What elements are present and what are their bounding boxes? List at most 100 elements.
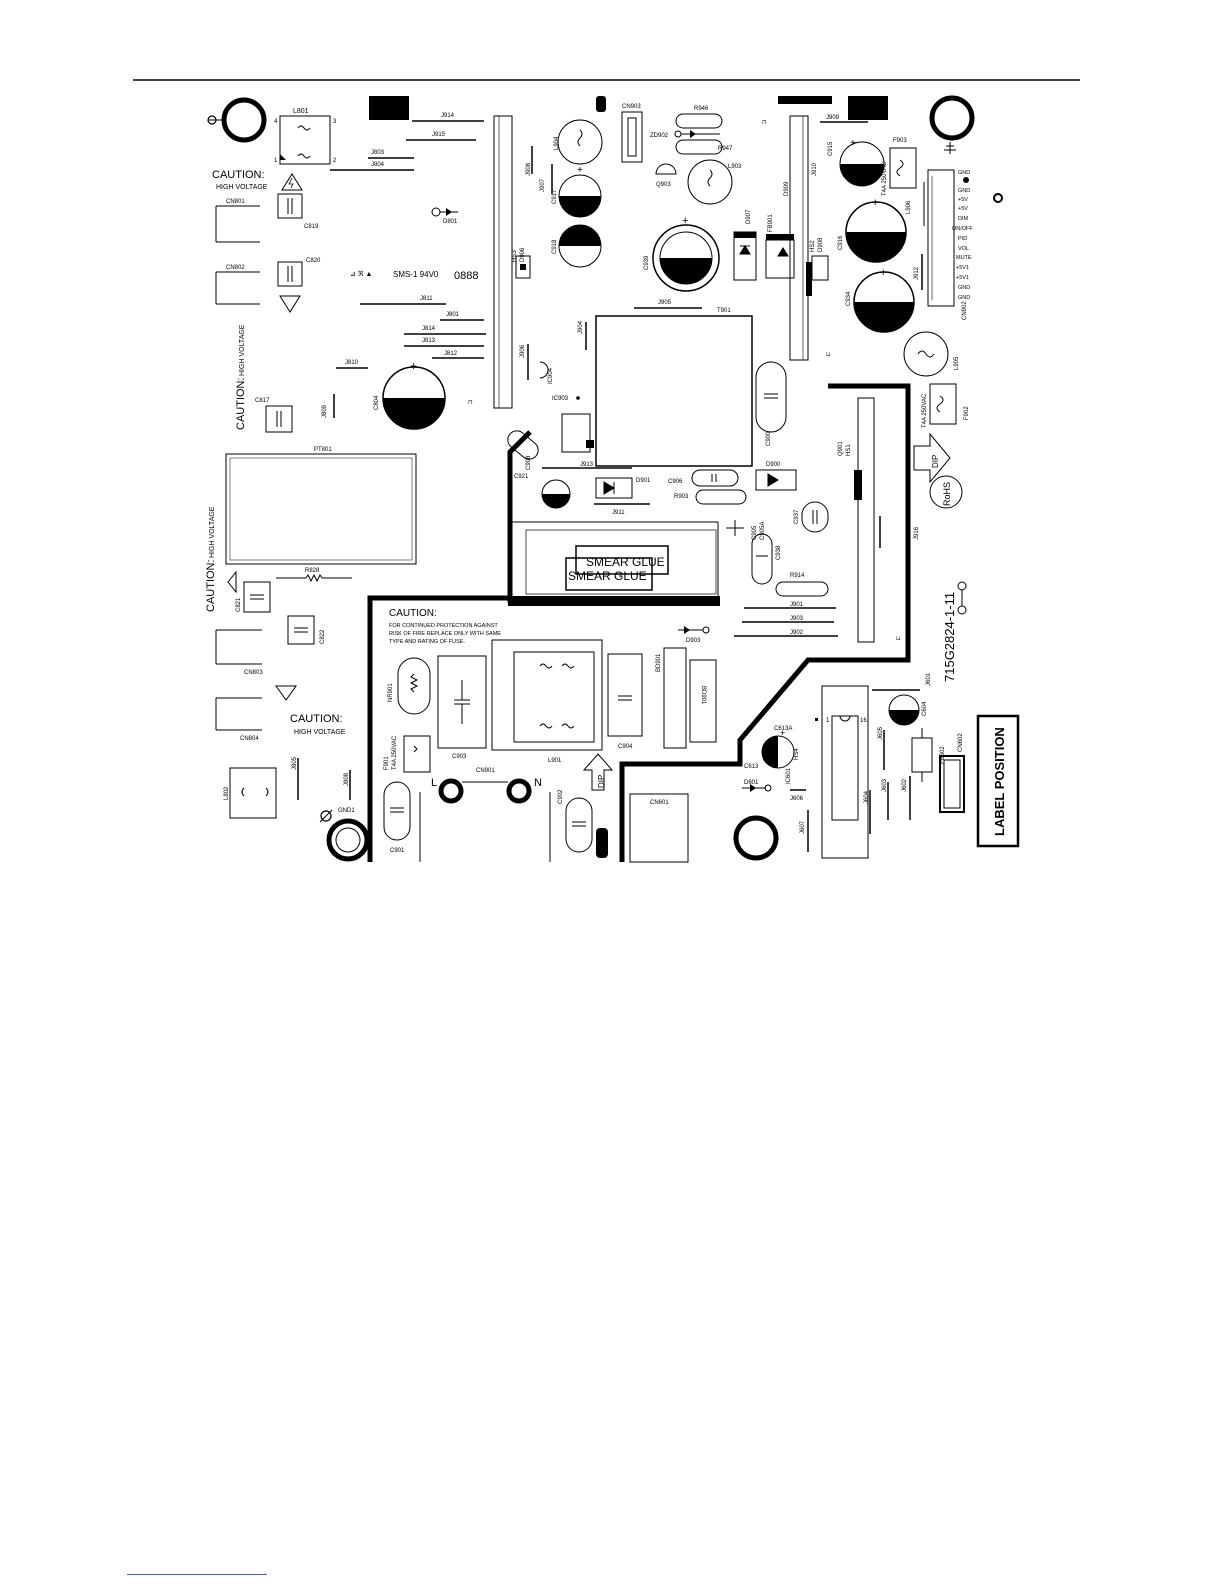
connector-CN803 (215, 629, 262, 665)
pin-1: 1 (274, 158, 278, 164)
ferrite-bead-FB602 (911, 728, 933, 782)
black-pad (734, 232, 756, 238)
fuse-caution-line: FOR CONTINUED PROTECTION AGAINST (389, 623, 498, 629)
capacitor-C915: + (839, 138, 885, 187)
label-position-text: LABEL POSITION (992, 727, 1007, 836)
pin-label: GND (958, 170, 970, 176)
board-code: 715G2824-1-11 (942, 592, 957, 682)
ref-R947: R947 (718, 146, 733, 152)
ref-C613: C613 (744, 764, 759, 770)
ref-J912: J912 (914, 266, 920, 280)
inductor-L905 (903, 331, 949, 377)
pin1-marker (576, 396, 580, 400)
ref-R946: R946 (694, 106, 709, 112)
fuse-rating: T4A 250VAC (922, 393, 928, 428)
jumper-lines (330, 120, 486, 418)
capacitor-C817 (265, 405, 293, 433)
ref-J603: J603 (882, 778, 888, 792)
inductor-L802 (229, 767, 277, 819)
ref-IC601: IC601 (786, 767, 792, 784)
pin-label: +5V (958, 206, 968, 212)
ref-CN803: CN803 (244, 670, 263, 676)
capacitor-C939: + (652, 215, 720, 292)
dip-direction-arrow-icon (913, 432, 951, 484)
footer-rule (127, 1574, 267, 1575)
capacitor-C904 (607, 653, 643, 737)
high-voltage-warning-icon (275, 685, 297, 701)
ref-D901: D901 (636, 478, 651, 484)
ref-C934: C934 (846, 291, 852, 306)
ref-J812: J812 (444, 351, 458, 357)
pin-4: 4 (274, 119, 278, 125)
resistor-R914 (775, 581, 829, 597)
ref-D801: D801 (443, 219, 458, 225)
ref-CN602: CN602 (958, 733, 964, 752)
material-mark: SMS-1 94V0 (393, 270, 439, 279)
ref-C822: C822 (320, 629, 326, 644)
pin-label: GND (958, 188, 970, 194)
connector-CN601 (629, 793, 689, 863)
caution-subtitle-vertical: HIGH VOLTAGE (239, 324, 246, 376)
connector-CN602 (939, 755, 965, 813)
heatsink-HS3 (493, 115, 513, 409)
ref-L801: L801 (293, 108, 309, 115)
ref-C903: C903 (452, 754, 467, 760)
ref-J801: J801 (446, 312, 460, 318)
label-position-box (976, 714, 1020, 848)
ref-C916: C916 (838, 235, 844, 250)
ground-screw-icon (319, 809, 333, 823)
ref-J915: J915 (432, 132, 446, 138)
caution-title: CAUTION: (212, 169, 265, 181)
resistor-R947 (675, 139, 723, 155)
capacitor-C908 (541, 479, 571, 509)
fuse-caution-line: TYPE AND RATING OF FUSE. (389, 639, 465, 645)
connector-pin-labels: GND GND +5V +5V DIM ON/OFF PID VOL MUTE … (952, 170, 973, 301)
black-pad (854, 470, 862, 500)
ref-F901: F901 (384, 756, 390, 770)
black-pad (586, 440, 594, 448)
ref-FB602: FB602 (940, 746, 946, 764)
ref-J913: J913 (580, 462, 594, 468)
ref-NR901: NR901 (388, 683, 394, 702)
ref-J804: J804 (371, 162, 385, 168)
bridge-rectifier-BD901 (663, 647, 717, 749)
ref-J601: J601 (926, 672, 932, 686)
ref-R903: R903 (674, 494, 689, 500)
ref-C804: C804 (374, 395, 380, 410)
pin-marker: ⊓ (762, 120, 767, 126)
capacitor-C937 (801, 501, 829, 533)
ref-C938: C938 (776, 545, 782, 560)
ref-PT801: PT801 (314, 447, 332, 453)
pin-label: GND (958, 285, 970, 291)
date-code: 0888 (454, 270, 478, 282)
ref-C905: C905 (752, 525, 758, 540)
mounting-hole-top-right (929, 95, 975, 141)
dip-mark: DIP (931, 455, 940, 468)
black-pad (806, 262, 812, 296)
connector-CN802 (215, 271, 260, 305)
ref-J607: J607 (800, 820, 806, 834)
ref-CN601: CN601 (650, 800, 669, 806)
revision-marker (957, 581, 967, 615)
svg-text:+: + (780, 728, 785, 738)
capacitor-C938 (751, 533, 773, 585)
ref-C937: C937 (794, 509, 800, 524)
ref-F903: F903 (893, 138, 907, 144)
capacitor-C902 (565, 797, 593, 853)
svg-text:+: + (880, 267, 886, 279)
ref-J901: J901 (790, 602, 804, 608)
resistor-R828 (276, 573, 352, 583)
isolation-bar (508, 596, 720, 606)
ref-J810: J810 (345, 360, 359, 366)
transformer-PT801 (225, 453, 417, 565)
connector-CN903 (621, 111, 643, 163)
capacitor-C917: + (558, 165, 602, 218)
transformer-L801 (279, 115, 331, 165)
ref-HS4: HS4 (794, 748, 800, 760)
capacitor-C900 (755, 361, 787, 433)
ref-C820: C820 (306, 258, 321, 264)
ref-HS1: HS1 (846, 444, 852, 456)
capacitor-C934: + (853, 267, 915, 333)
pin-label: +5V1 (956, 265, 969, 271)
ref-C905A: C905A (760, 522, 766, 540)
